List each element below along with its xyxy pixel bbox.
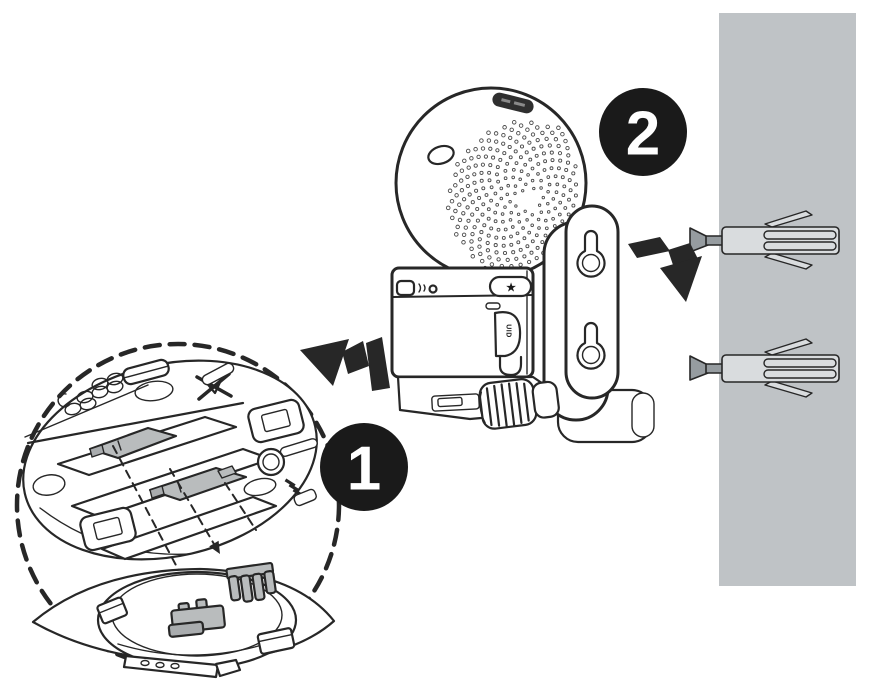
mount-base (31, 561, 336, 679)
alignment-arrow-right (169, 468, 220, 554)
anchor-fin-top (764, 210, 813, 228)
base-plate-detail (22, 358, 318, 601)
latch-recess-left (79, 506, 137, 552)
rubber-block (167, 598, 226, 638)
arrow-to-wall-icon (628, 237, 702, 302)
camera-body: ★ UID (390, 266, 535, 379)
indicator-led (428, 284, 438, 294)
keyhole-slot-top (576, 229, 606, 278)
spotlight-icon: ★ (506, 282, 516, 294)
knob-collar (531, 380, 560, 419)
mount-slot-a (88, 426, 178, 460)
anchor-fin-top (764, 338, 813, 356)
step-2-badge: 2 (599, 88, 687, 176)
step-1-number: 1 (347, 435, 381, 504)
keyhole-detail (256, 438, 318, 477)
mount-clip-left (96, 596, 128, 625)
base-plate (22, 359, 318, 561)
anchor-slit (763, 369, 837, 379)
spotlight-button (488, 275, 533, 298)
lock-hook (498, 354, 523, 377)
step-2-number: 2 (626, 100, 660, 169)
wall (719, 13, 856, 586)
mount-clip-right (256, 627, 296, 655)
arrow-to-base-icon (300, 337, 390, 391)
speaker-marks-icon (418, 283, 426, 293)
camera-lens (427, 144, 455, 166)
camera-base (396, 375, 560, 430)
anchor-slit (763, 241, 837, 251)
cable-comb (225, 561, 277, 603)
latch-recess-right (247, 398, 305, 444)
anchor-slit (763, 358, 837, 368)
side-slot (485, 302, 501, 310)
wall-anchor-top (689, 210, 840, 270)
uid-tab: UID (493, 311, 522, 358)
cable-slot-pill (122, 358, 170, 386)
power-button (395, 279, 416, 297)
adjustment-knob (478, 378, 560, 430)
uid-label: UID (505, 324, 512, 338)
wall-bracket (542, 204, 655, 444)
camera-head (394, 86, 588, 280)
sensor-strip (492, 92, 534, 114)
wall-anchor-bottom (689, 338, 840, 398)
keyhole-slot-bottom (576, 321, 606, 370)
anchor-slit (763, 230, 837, 240)
front-ledge (122, 654, 242, 679)
screw-hole-cluster (57, 372, 124, 416)
speaker-grille (445, 120, 579, 271)
step-1-badge: 1 (320, 423, 408, 511)
mount-slot-b (148, 465, 248, 502)
